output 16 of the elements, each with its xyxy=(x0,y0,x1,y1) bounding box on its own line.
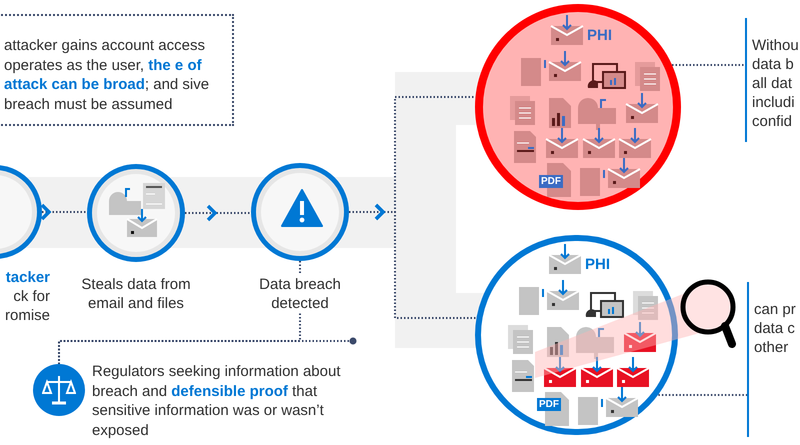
regulators-text: Regulators seeking information about breach and defensible proof that sensitive information was or wasn’t exposed xyxy=(92,362,342,440)
data-label: PHI xyxy=(587,28,612,43)
note-panel xyxy=(745,18,800,142)
dotted-connector xyxy=(658,394,747,396)
dotted-connector xyxy=(672,64,745,66)
dotted-connector xyxy=(58,261,301,364)
data-label: PHI xyxy=(585,257,610,272)
file-type-tag: PDF xyxy=(539,175,563,188)
dotted-connector xyxy=(40,203,87,221)
note-text: Withou data b all dat includi confid xyxy=(752,36,800,131)
file-type-tag: PDF xyxy=(537,398,561,411)
dotted-connector xyxy=(58,338,356,364)
note-text: can pr data c other xyxy=(754,300,797,357)
callout-text: attacker gains account access operates as the user, the e of attack can be broad; and sive breach must be assumed xyxy=(4,36,210,114)
dotted-connector xyxy=(185,204,251,222)
callout-box xyxy=(0,14,234,126)
